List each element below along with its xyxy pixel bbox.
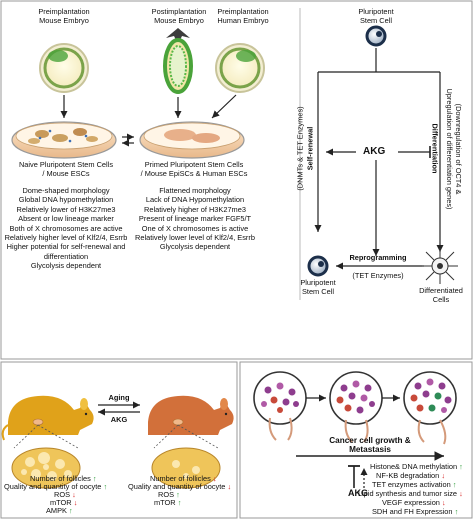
arrow-down-icon: ↓ [212, 474, 217, 483]
primed-title: Primed Pluripotent Stem Cells/ Mouse Epi… [140, 160, 248, 178]
arrow-down-icon: ↓ [441, 498, 446, 507]
left-row-1: mTOR ↓ [50, 498, 78, 507]
arrow-up-icon: ↑ [176, 490, 180, 499]
label-differentiation: Differentiation [430, 123, 440, 174]
naive-dish-image [11, 121, 117, 159]
tumor-stage-1-image [253, 371, 307, 441]
cancer-row-4: VEGF expression ↓ [382, 498, 446, 507]
tumor-stage-3-image [403, 371, 457, 445]
old-ovary-image [151, 447, 221, 489]
tumor-stage-2-image [329, 371, 383, 443]
right-row-0: ROS ↑ [158, 490, 180, 499]
label-aging: Aging [108, 393, 130, 402]
cancer-row-1: NF-KB degradation ↓ [376, 471, 446, 480]
pluripotent-cell-bottom [307, 255, 329, 277]
differentiated-cell-image [422, 248, 458, 284]
mouse-embryo-image [39, 43, 89, 93]
primed-dish-image [139, 121, 245, 159]
label-akg-top: AKG [363, 146, 386, 157]
right-row-1: mTOR ↑ [154, 498, 182, 507]
left-row-3: Quality and quantity of oocyte ↑ [4, 482, 108, 491]
arrow-up-icon: ↑ [459, 462, 463, 471]
cancer-row-5: SDH and FH Expression ↑ [372, 507, 459, 516]
label-reprogramming-sub: (TET Enzymes) [352, 271, 404, 280]
arrow-down-icon: ↓ [441, 471, 446, 480]
left-row-2: AMPK ↑ [46, 506, 73, 515]
cancer-row-0: Histone& DNA methylation ↑ [370, 462, 463, 471]
cancer-row-2: TET enzymes activation ↑ [372, 480, 457, 489]
arrow-down-human [211, 94, 237, 119]
arrow-down-icon: ↓ [73, 498, 78, 507]
label-akg-cancer: AKG [348, 488, 368, 498]
old-mouse-image [148, 395, 234, 435]
right-row-2: Quality and quantity of oocyte ↓ [128, 482, 232, 491]
label-self-renewal-sub: (DNMTs & TET Enzymes) [295, 106, 305, 191]
arrow-up-icon: ↑ [69, 506, 73, 515]
label-self-renewal: Self-renewal [305, 126, 315, 171]
bottom-right-panel-border [239, 361, 473, 519]
right-row-3: Number of follicles ↓ [150, 474, 217, 483]
label-cancer-growth: Cancer cell growth &Metastasis [329, 436, 411, 455]
label-differentiation-sub: (Downregulation of OCT4 &Upregulation of… [445, 88, 463, 210]
arrow-up-icon: ↑ [454, 507, 459, 516]
young-mouse-image [1, 395, 94, 441]
label-akg-aging: AKG [110, 415, 128, 424]
pluripotent-cell-top [365, 25, 387, 47]
young-ovary-image [11, 447, 81, 489]
bottom-left-panel-border [0, 361, 238, 519]
left-row-4: Number of follicles ↑ [30, 474, 97, 483]
arrow-down-icon: ↓ [72, 490, 76, 499]
human-embryo-image [215, 43, 265, 93]
arrow-up-icon: ↑ [177, 498, 182, 507]
cancer-row-3: Lipid synthesis and tumor size ↓ [358, 489, 463, 498]
top-panel-border [0, 0, 473, 360]
arrow-up-icon: ↑ [92, 474, 97, 483]
arrow-down-icon: ↓ [459, 489, 463, 498]
arrow-up-icon: ↑ [103, 482, 108, 491]
left-row-0: ROS ↓ [54, 490, 76, 499]
naive-title: Naive Pluripotent Stem Cells/ Mouse ESCs [18, 160, 114, 178]
arrow-down-icon: ↓ [227, 482, 232, 491]
postimplantation-embryo-image [163, 28, 193, 94]
label-reprogramming: Reprogramming [349, 253, 407, 262]
arrow-up-icon: ↑ [452, 480, 457, 489]
